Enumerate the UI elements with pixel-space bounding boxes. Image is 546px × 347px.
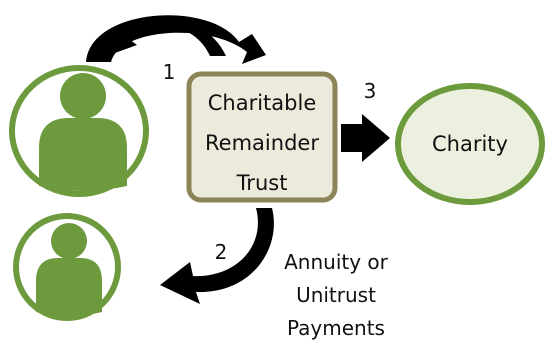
payment-label-line-3: Payments [287, 316, 385, 340]
trust-label-line-2: Remainder [205, 131, 319, 155]
step-number-3: 3 [364, 79, 377, 103]
exchange-arrows-icon [86, 15, 266, 64]
payment-label-line-1: Annuity or [284, 250, 389, 274]
beneficiary [13, 213, 121, 321]
charitable-remainder-trust-box [186, 71, 338, 203]
trust-label-line-3: Trust [236, 171, 288, 195]
payment-label-line-2: Unitrust [296, 283, 376, 307]
charity-circle [395, 83, 545, 205]
beneficiary-person-icon [36, 223, 102, 316]
charity-label: Charity [432, 132, 508, 156]
payment-arrow-icon [160, 208, 274, 304]
transfer-arrow-icon [341, 114, 390, 162]
step-number-1: 1 [163, 60, 176, 84]
donor-person-icon [39, 73, 127, 191]
step-number-2: 2 [215, 240, 228, 264]
trust-label-line-1: Charitable [208, 91, 317, 115]
donor [9, 65, 149, 197]
